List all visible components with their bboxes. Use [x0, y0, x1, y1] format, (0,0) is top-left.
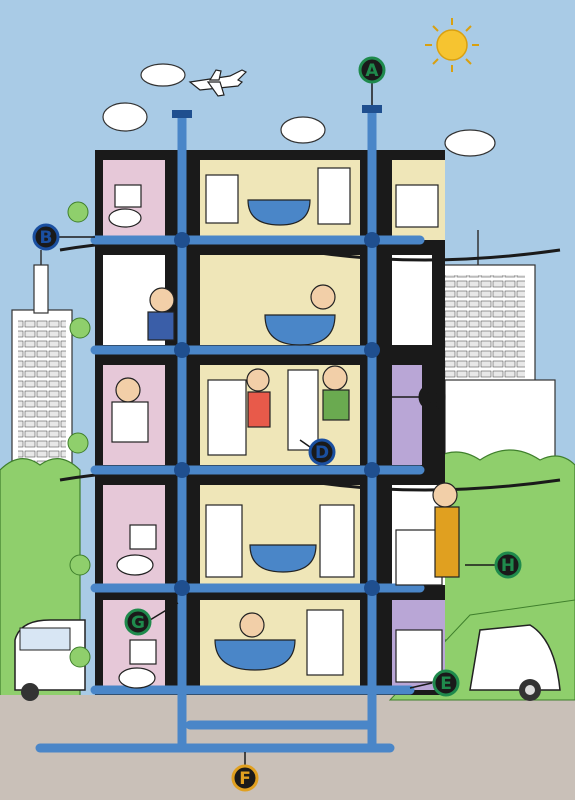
- label-letter: A: [365, 61, 379, 81]
- label-h: H: [494, 551, 522, 579]
- airplane-icon: [188, 69, 248, 97]
- label-e: E: [432, 669, 460, 697]
- washing-machine-icon: [205, 174, 239, 224]
- sink-icon: [287, 369, 319, 451]
- bathtub-icon: [214, 639, 296, 671]
- kitchen-counter-icon: [395, 529, 443, 586]
- label-g: G: [124, 608, 152, 636]
- washing-machine-icon: [205, 504, 243, 578]
- label-a: A: [358, 56, 386, 84]
- person-icon: [239, 612, 265, 638]
- label-letter: C: [426, 388, 438, 408]
- car-icon: [469, 624, 561, 701]
- label-letter: E: [440, 674, 452, 694]
- toilet-icon: [108, 184, 142, 228]
- label-f: F: [231, 764, 259, 792]
- bathtub-icon: [247, 199, 311, 226]
- kitchen-counter-icon: [395, 629, 443, 683]
- person-icon: [322, 365, 350, 421]
- person-icon: [246, 368, 271, 428]
- callout-lines: [57, 80, 495, 765]
- label-d: D: [308, 438, 336, 466]
- label-letter: B: [40, 228, 53, 248]
- bathtub-icon: [264, 314, 336, 346]
- sun-icon: [425, 18, 479, 72]
- person-icon: [147, 287, 175, 341]
- sink-icon: [317, 167, 351, 225]
- person-icon: [310, 284, 336, 310]
- person-icon: [432, 482, 460, 578]
- toilet-icon: [118, 639, 157, 689]
- pipe-network: [35, 105, 425, 753]
- label-letter: D: [315, 443, 329, 463]
- label-letter: F: [239, 769, 251, 789]
- pipe-joints: [174, 232, 380, 596]
- bathtub-icon: [249, 544, 317, 573]
- cloud-icon: [102, 63, 496, 157]
- sink-icon: [306, 609, 344, 676]
- vent-cap: [362, 105, 382, 113]
- toilet-icon: [116, 524, 157, 576]
- person-icon: [111, 377, 149, 443]
- label-letter: G: [131, 613, 145, 633]
- label-letter: H: [501, 556, 515, 576]
- label-b: B: [32, 223, 60, 251]
- vent-cap: [172, 110, 192, 118]
- washing-machine-icon: [207, 379, 247, 456]
- tree-icon: [67, 201, 91, 668]
- car-icon: [14, 619, 86, 701]
- label-c: C: [418, 383, 446, 411]
- kitchen-counter-icon: [395, 184, 439, 228]
- sink-icon: [319, 504, 355, 578]
